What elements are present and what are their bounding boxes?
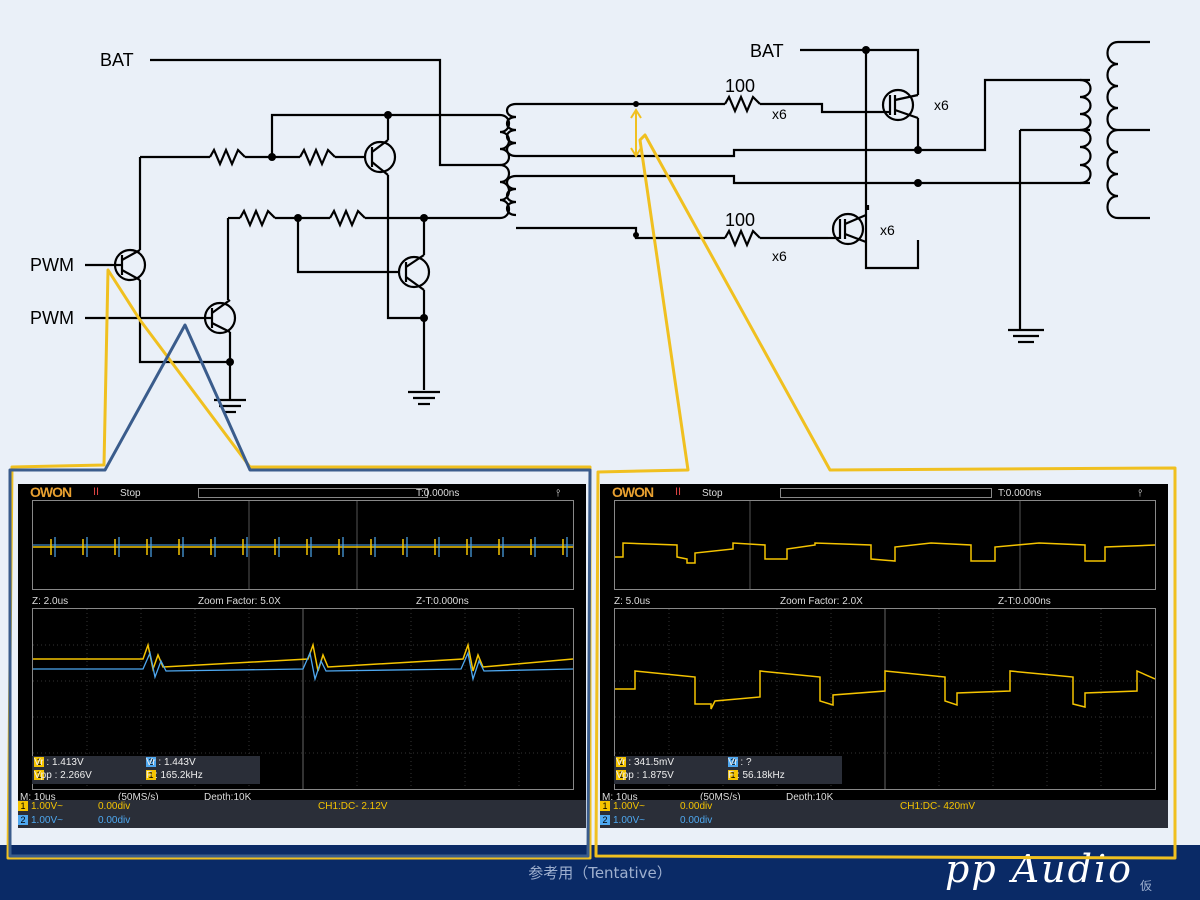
schematic-diagram <box>85 40 1150 414</box>
resistor-count-bottom: x6 <box>772 248 787 264</box>
main-window-waveforms <box>33 501 573 589</box>
ch2-scale: 1.00V~ <box>613 815 645 826</box>
brand-logo: pp Audio <box>945 847 1134 891</box>
ch2-offset: 0.00div <box>680 815 713 826</box>
pwm-label-bottom: PWM <box>30 308 74 328</box>
scope-top-bar: OWON II Stop T:0.000ns ⫯ <box>600 484 1168 500</box>
probe-arrow <box>630 108 642 158</box>
meas-ch1-freq-text: F : 56.18kHz <box>728 770 785 781</box>
tentative-note: 参考用（Tentative） <box>528 864 672 882</box>
scope-top-bar: OWON II Stop T:0.000ns ⫯ <box>18 484 586 500</box>
memory-position-bar <box>198 488 428 498</box>
memory-position-bar <box>780 488 992 498</box>
mosfet-count-top: x6 <box>934 97 949 113</box>
footer-bar: 参考用（Tentative） pp Audio 仮 <box>0 845 1200 900</box>
ch1-offset: 0.00div <box>98 801 131 812</box>
pwm-label-top: PWM <box>30 255 74 275</box>
bat-label-left: BAT <box>100 50 134 70</box>
main-window-grid <box>614 500 1156 590</box>
junction-dots <box>226 46 922 366</box>
meas-ch1-vpp-text: Vpp : 1.875V <box>616 770 674 781</box>
scope-brand: OWON <box>612 484 654 500</box>
meas-ch1-vpp-text: Vpp : 2.266V <box>34 770 92 781</box>
resistors-left <box>209 147 366 228</box>
mosfet-count-bottom: x6 <box>880 222 895 238</box>
meas-ch1-vr-text: Vr : 341.5mV <box>616 757 674 768</box>
main-window-waveforms <box>615 501 1155 589</box>
meas-ch2-vr-text: Vr : 1.443V <box>146 757 196 768</box>
main-window-grid <box>32 500 574 590</box>
ch1-scale: 1.00V~ <box>31 801 63 812</box>
meas-ch1-vr-text: Vr : 1.413V <box>34 757 84 768</box>
pause-indicator: II <box>93 486 100 498</box>
ch2-scale: 1.00V~ <box>31 815 63 826</box>
oscilloscope-left: OWON II Stop T:0.000ns ⫯ Z: 2.0us Zoom F… <box>18 484 586 828</box>
zoom-info-bar: Z: 2.0us Zoom Factor: 5.0X Z-T:0.000ns <box>18 592 586 608</box>
bat-label-right: BAT <box>750 41 784 61</box>
resistor-count-top: x6 <box>772 106 787 122</box>
resistor-value-bottom: 100 <box>725 210 756 230</box>
tentative-tag: 仮 <box>1140 879 1153 893</box>
resistor-value-top: 100 <box>725 76 756 96</box>
output-transformer <box>1079 40 1150 220</box>
scope-brand: OWON <box>30 484 72 500</box>
meas-ch2-vr-text: Vr : ? <box>728 757 752 768</box>
gate-wiring <box>516 48 1090 330</box>
ground-symbols <box>214 328 1044 414</box>
left-driver-wiring <box>85 58 500 400</box>
pause-indicator: II <box>675 486 682 498</box>
meas-ch1-freq-text: F : 165.2kHz <box>146 770 203 781</box>
ch2-offset: 0.00div <box>98 815 131 826</box>
ch1-offset: 0.00div <box>680 801 713 812</box>
bjt-transistors <box>112 139 431 335</box>
zoom-info-bar: Z: 5.0us Zoom Factor: 2.0X Z-T:0.000ns <box>600 592 1168 608</box>
ch1-scale: 1.00V~ <box>613 801 645 812</box>
driver-transformer <box>499 102 517 220</box>
trigger-info: CH1:DC- 2.12V <box>318 801 388 812</box>
trigger-info: CH1:DC- 420mV <box>900 801 976 812</box>
oscilloscope-right: OWON II Stop T:0.000ns ⫯ Z: 5.0us Zoom F… <box>600 484 1168 828</box>
